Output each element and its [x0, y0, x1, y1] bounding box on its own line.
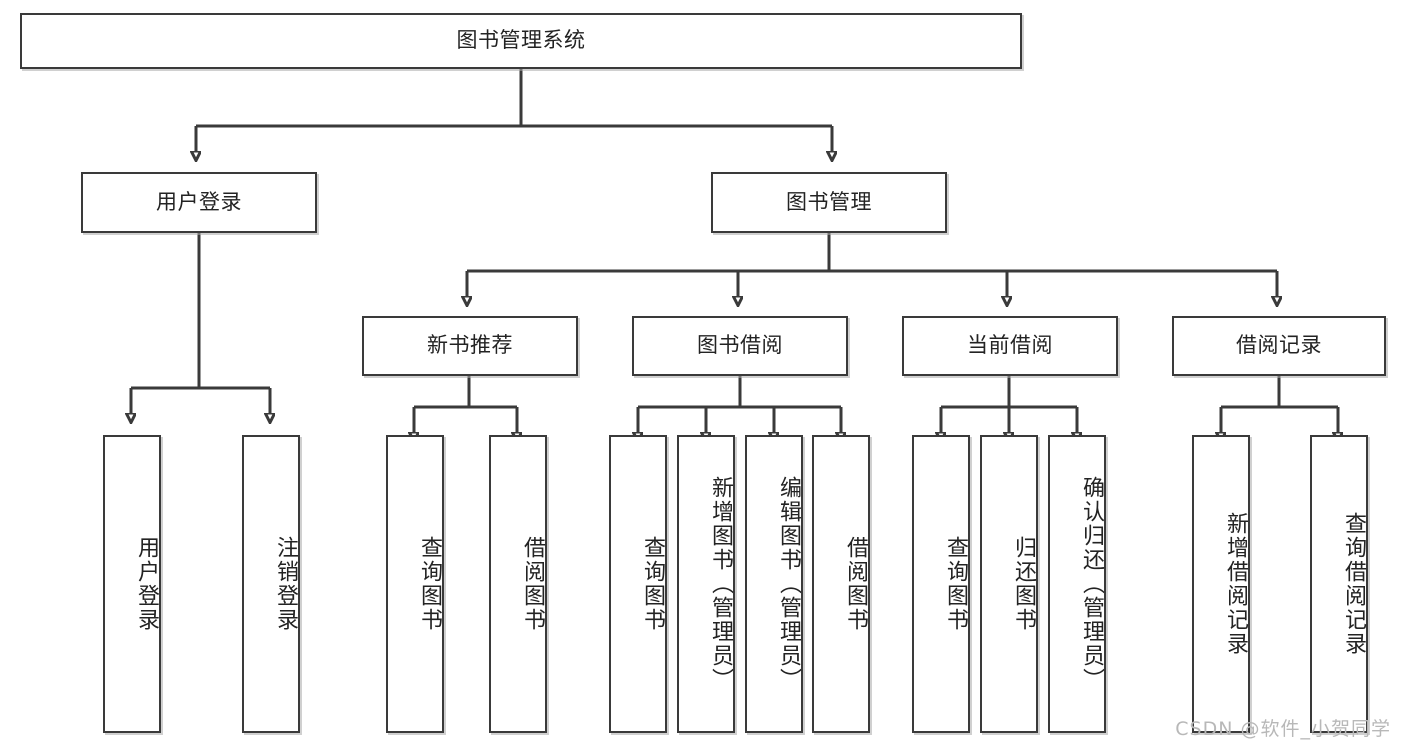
node-user-login[interactable]: 用户登录 — [81, 172, 317, 233]
leaf-new-book-query-book[interactable]: 查询图书 — [386, 435, 444, 733]
leaf-book-borrow-query-book[interactable]: 查询图书 — [609, 435, 667, 733]
csdn-watermark: CSDN @软件_小贺同学 — [1175, 718, 1391, 740]
leaf-book-borrow-edit-book-admin[interactable]: 编辑图书（管理员） — [745, 435, 803, 733]
node-current-borrow[interactable]: 当前借阅 — [902, 316, 1118, 376]
node-book-borrow[interactable]: 图书借阅 — [632, 316, 848, 376]
leaf-borrow-record-add-record[interactable]: 新增借阅记录 — [1192, 435, 1250, 733]
leaf-new-book-borrow-book[interactable]: 借阅图书 — [489, 435, 547, 733]
node-book-management[interactable]: 图书管理 — [711, 172, 947, 233]
leaf-user-login-logout[interactable]: 注销登录 — [242, 435, 300, 733]
leaf-current-borrow-query-book[interactable]: 查询图书 — [912, 435, 970, 733]
leaf-user-login-login[interactable]: 用户登录 — [103, 435, 161, 733]
leaf-current-borrow-confirm-return-admin[interactable]: 确认归还（管理员） — [1048, 435, 1106, 733]
leaf-current-borrow-return-book[interactable]: 归还图书 — [980, 435, 1038, 733]
leaf-book-borrow-add-book-admin[interactable]: 新增图书（管理员） — [677, 435, 735, 733]
node-root-system[interactable]: 图书管理系统 — [20, 13, 1022, 69]
node-borrow-record[interactable]: 借阅记录 — [1172, 316, 1386, 376]
leaf-borrow-record-query-record[interactable]: 查询借阅记录 — [1310, 435, 1368, 733]
leaf-book-borrow-borrow-book[interactable]: 借阅图书 — [812, 435, 870, 733]
node-new-book-recommend[interactable]: 新书推荐 — [362, 316, 578, 376]
